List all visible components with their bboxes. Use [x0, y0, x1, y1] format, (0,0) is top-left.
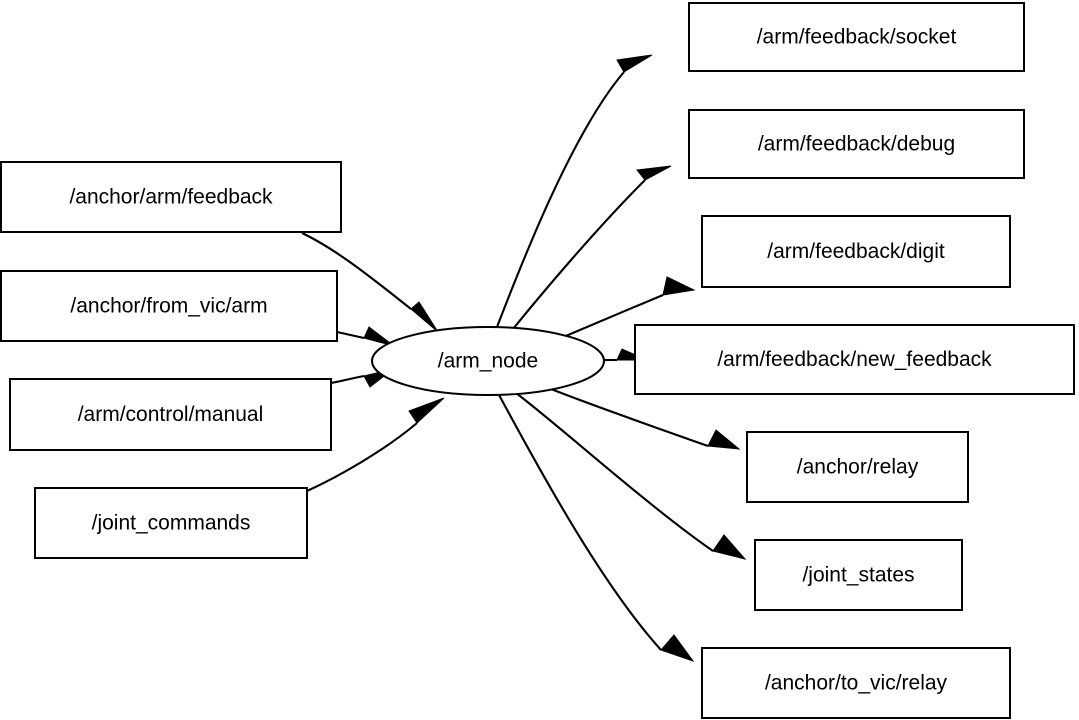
- node-label: /joint_states: [802, 564, 914, 587]
- graph-edge: [515, 392, 747, 560]
- node-box[interactable]: [688, 2, 1025, 72]
- node-label: /arm/feedback/socket: [757, 26, 957, 49]
- graph-edge: [301, 232, 439, 333]
- node-box[interactable]: [34, 487, 308, 559]
- topic-node-arm-control-manual[interactable]: /arm/control/manual: [9, 378, 332, 451]
- topic-node-anchor-to-vic-relay[interactable]: /anchor/to_vic/relay: [701, 647, 1011, 719]
- node-label: /arm/feedback/new_feedback: [717, 348, 992, 371]
- node-label: /anchor/to_vic/relay: [765, 672, 948, 695]
- arrowhead-icon: [410, 301, 439, 333]
- arrowhead-icon: [660, 634, 695, 662]
- edge-line: [336, 330, 365, 340]
- topic-node-joint-commands[interactable]: /joint_commands: [34, 487, 308, 559]
- topic-node-arm-feedback-debug[interactable]: /arm/feedback/debug: [688, 109, 1025, 179]
- arrowhead-icon: [363, 326, 395, 347]
- edge-line: [498, 394, 662, 651]
- edge-line: [301, 232, 412, 310]
- arrowhead-icon: [408, 397, 445, 424]
- node-box[interactable]: [0, 161, 342, 233]
- node-label: /arm/feedback/digit: [767, 240, 945, 263]
- node-box[interactable]: [9, 378, 332, 451]
- arrowhead-icon: [707, 429, 741, 450]
- node-label: /anchor/from_vic/arm: [70, 295, 267, 318]
- node-box[interactable]: [754, 539, 963, 611]
- topic-node-joint-states[interactable]: /joint_states: [754, 539, 963, 611]
- node-label: /anchor/arm/feedback: [69, 186, 273, 209]
- center-node-arm_node[interactable]: /arm_node: [371, 326, 605, 396]
- edge-line: [512, 179, 646, 330]
- topic-node-anchor-arm-feedback[interactable]: /anchor/arm/feedback: [0, 161, 342, 233]
- topic-node-arm-feedback-digit[interactable]: /arm/feedback/digit: [701, 215, 1011, 288]
- arrowhead-icon: [616, 54, 653, 73]
- node-box[interactable]: [746, 431, 969, 503]
- node-label: /arm/control/manual: [78, 403, 264, 426]
- edges-layer: [301, 54, 747, 662]
- graph-edge: [550, 388, 741, 450]
- topic-node-arm-feedback-new-feedback[interactable]: /arm/feedback/new_feedback: [634, 324, 1075, 395]
- node-box[interactable]: [701, 647, 1011, 719]
- arrowhead-icon: [662, 276, 696, 296]
- graph-edge: [306, 397, 445, 492]
- edge-line: [496, 71, 625, 328]
- graph-edge: [498, 394, 695, 662]
- topic-node-anchor-relay[interactable]: /anchor/relay: [746, 431, 969, 503]
- edge-line: [330, 374, 365, 385]
- node-box[interactable]: [634, 324, 1075, 395]
- graph-edge: [496, 54, 653, 328]
- arrowhead-icon: [636, 165, 672, 181]
- arrowhead-icon: [712, 534, 747, 560]
- graph-edge: [560, 276, 696, 339]
- edge-line: [515, 392, 714, 552]
- topic-node-anchor-from-vic-arm[interactable]: /anchor/from_vic/arm: [0, 270, 338, 342]
- edge-line: [560, 294, 664, 339]
- topic-node-arm-feedback-socket[interactable]: /arm/feedback/socket: [688, 2, 1025, 72]
- graph-edge: [336, 326, 395, 347]
- node-ellipse[interactable]: [371, 326, 605, 396]
- node-box[interactable]: [0, 270, 338, 342]
- center-node-label: /arm_node: [438, 350, 538, 373]
- node-box[interactable]: [701, 215, 1011, 288]
- node-label: /joint_commands: [92, 512, 251, 535]
- edge-line: [550, 388, 709, 447]
- node-box[interactable]: [688, 109, 1025, 179]
- edge-line: [306, 422, 418, 492]
- graph-edge: [512, 165, 672, 330]
- node-label: /anchor/relay: [797, 456, 919, 479]
- node-label: /arm/feedback/debug: [758, 133, 955, 156]
